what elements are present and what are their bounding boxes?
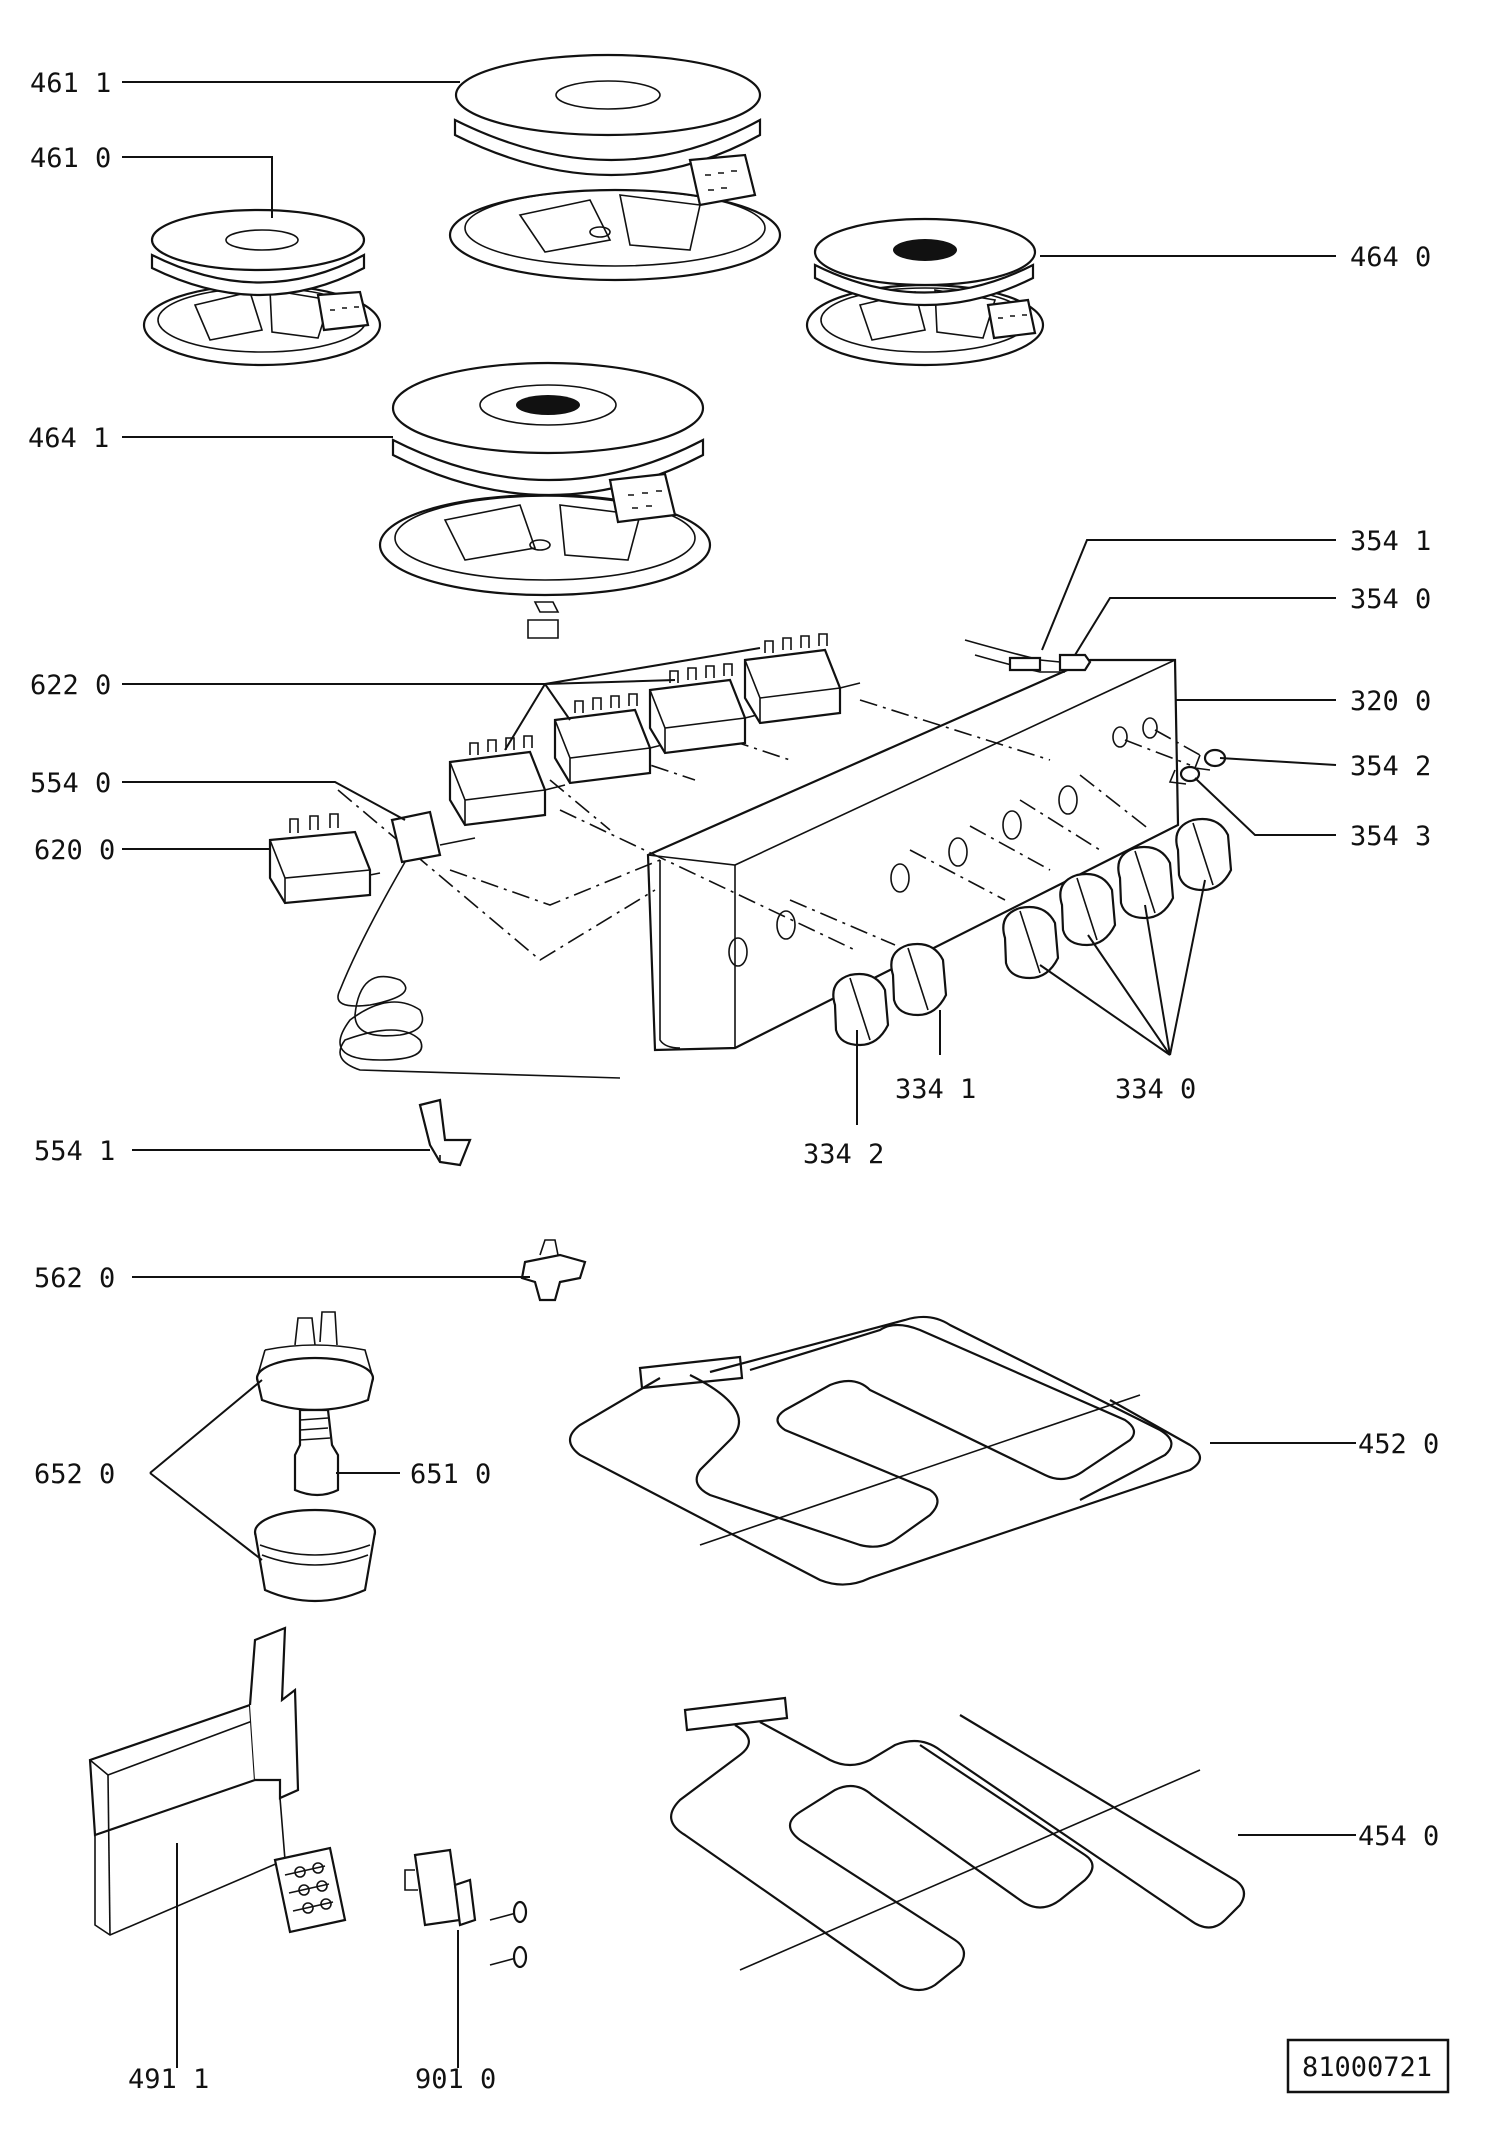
control-panel-320-0 [646, 658, 1180, 1052]
label-622-0: 622 0 [30, 670, 111, 701]
grill-element-452-0 [568, 1315, 1202, 1586]
drawing-number: 81000721 [1302, 2052, 1432, 2083]
label-334-2: 334 2 [803, 1139, 884, 1170]
label-320-0: 320 0 [1350, 686, 1431, 717]
label-554-0: 554 0 [30, 768, 111, 799]
assembly-lines [337, 699, 1201, 961]
label-620-0: 620 0 [34, 835, 115, 866]
label-562-0: 562 0 [34, 1263, 115, 1294]
label-452-0: 452 0 [1358, 1429, 1439, 1460]
hotplate-464-1 [378, 361, 712, 639]
label-554-1: 554 1 [34, 1136, 115, 1167]
label-464-1: 464 1 [28, 423, 109, 454]
hotplate-461-1 [448, 53, 782, 282]
bulb-651-0 [293, 1408, 340, 1497]
thermostat-554-0 [337, 810, 621, 1079]
label-652-0: 652 0 [34, 1459, 115, 1490]
label-901-0: 901 0 [415, 2064, 496, 2095]
callout-labels: 461 1 461 0 464 0 464 1 354 1 354 0 622 … [28, 68, 1439, 2095]
knobs-334 [832, 817, 1233, 1047]
leader-lines [122, 81, 1356, 2068]
bulb-clip-554-1 [418, 1098, 472, 1167]
hotplate-461-0 [142, 208, 382, 367]
part-562-0 [520, 1239, 587, 1302]
label-354-3: 354 3 [1350, 821, 1431, 852]
drawing-number-box: 81000721 [1286, 2038, 1450, 2094]
label-354-1: 354 1 [1350, 526, 1431, 557]
label-454-0: 454 0 [1358, 1821, 1439, 1852]
label-651-0: 651 0 [410, 1459, 491, 1490]
label-461-0: 461 0 [30, 143, 111, 174]
hotplate-464-0 [805, 217, 1045, 367]
label-334-0: 334 0 [1115, 1074, 1196, 1105]
leads-354 [964, 639, 1092, 673]
label-354-2: 354 2 [1350, 751, 1431, 782]
fasteners-354 [1168, 748, 1227, 785]
label-464-0: 464 0 [1350, 242, 1431, 273]
label-334-1: 334 1 [895, 1074, 976, 1105]
part-901-0 [404, 1848, 528, 1969]
label-461-1: 461 1 [30, 68, 111, 99]
switches-622-0 [448, 633, 861, 827]
selector-switch-620-0 [268, 813, 381, 905]
label-354-0: 354 0 [1350, 584, 1431, 615]
terminal-block [273, 1846, 347, 1934]
oven-element-454-0 [670, 1696, 1246, 1992]
label-491-1: 491 1 [128, 2064, 209, 2095]
bracket-491-1 [88, 1626, 300, 1936]
